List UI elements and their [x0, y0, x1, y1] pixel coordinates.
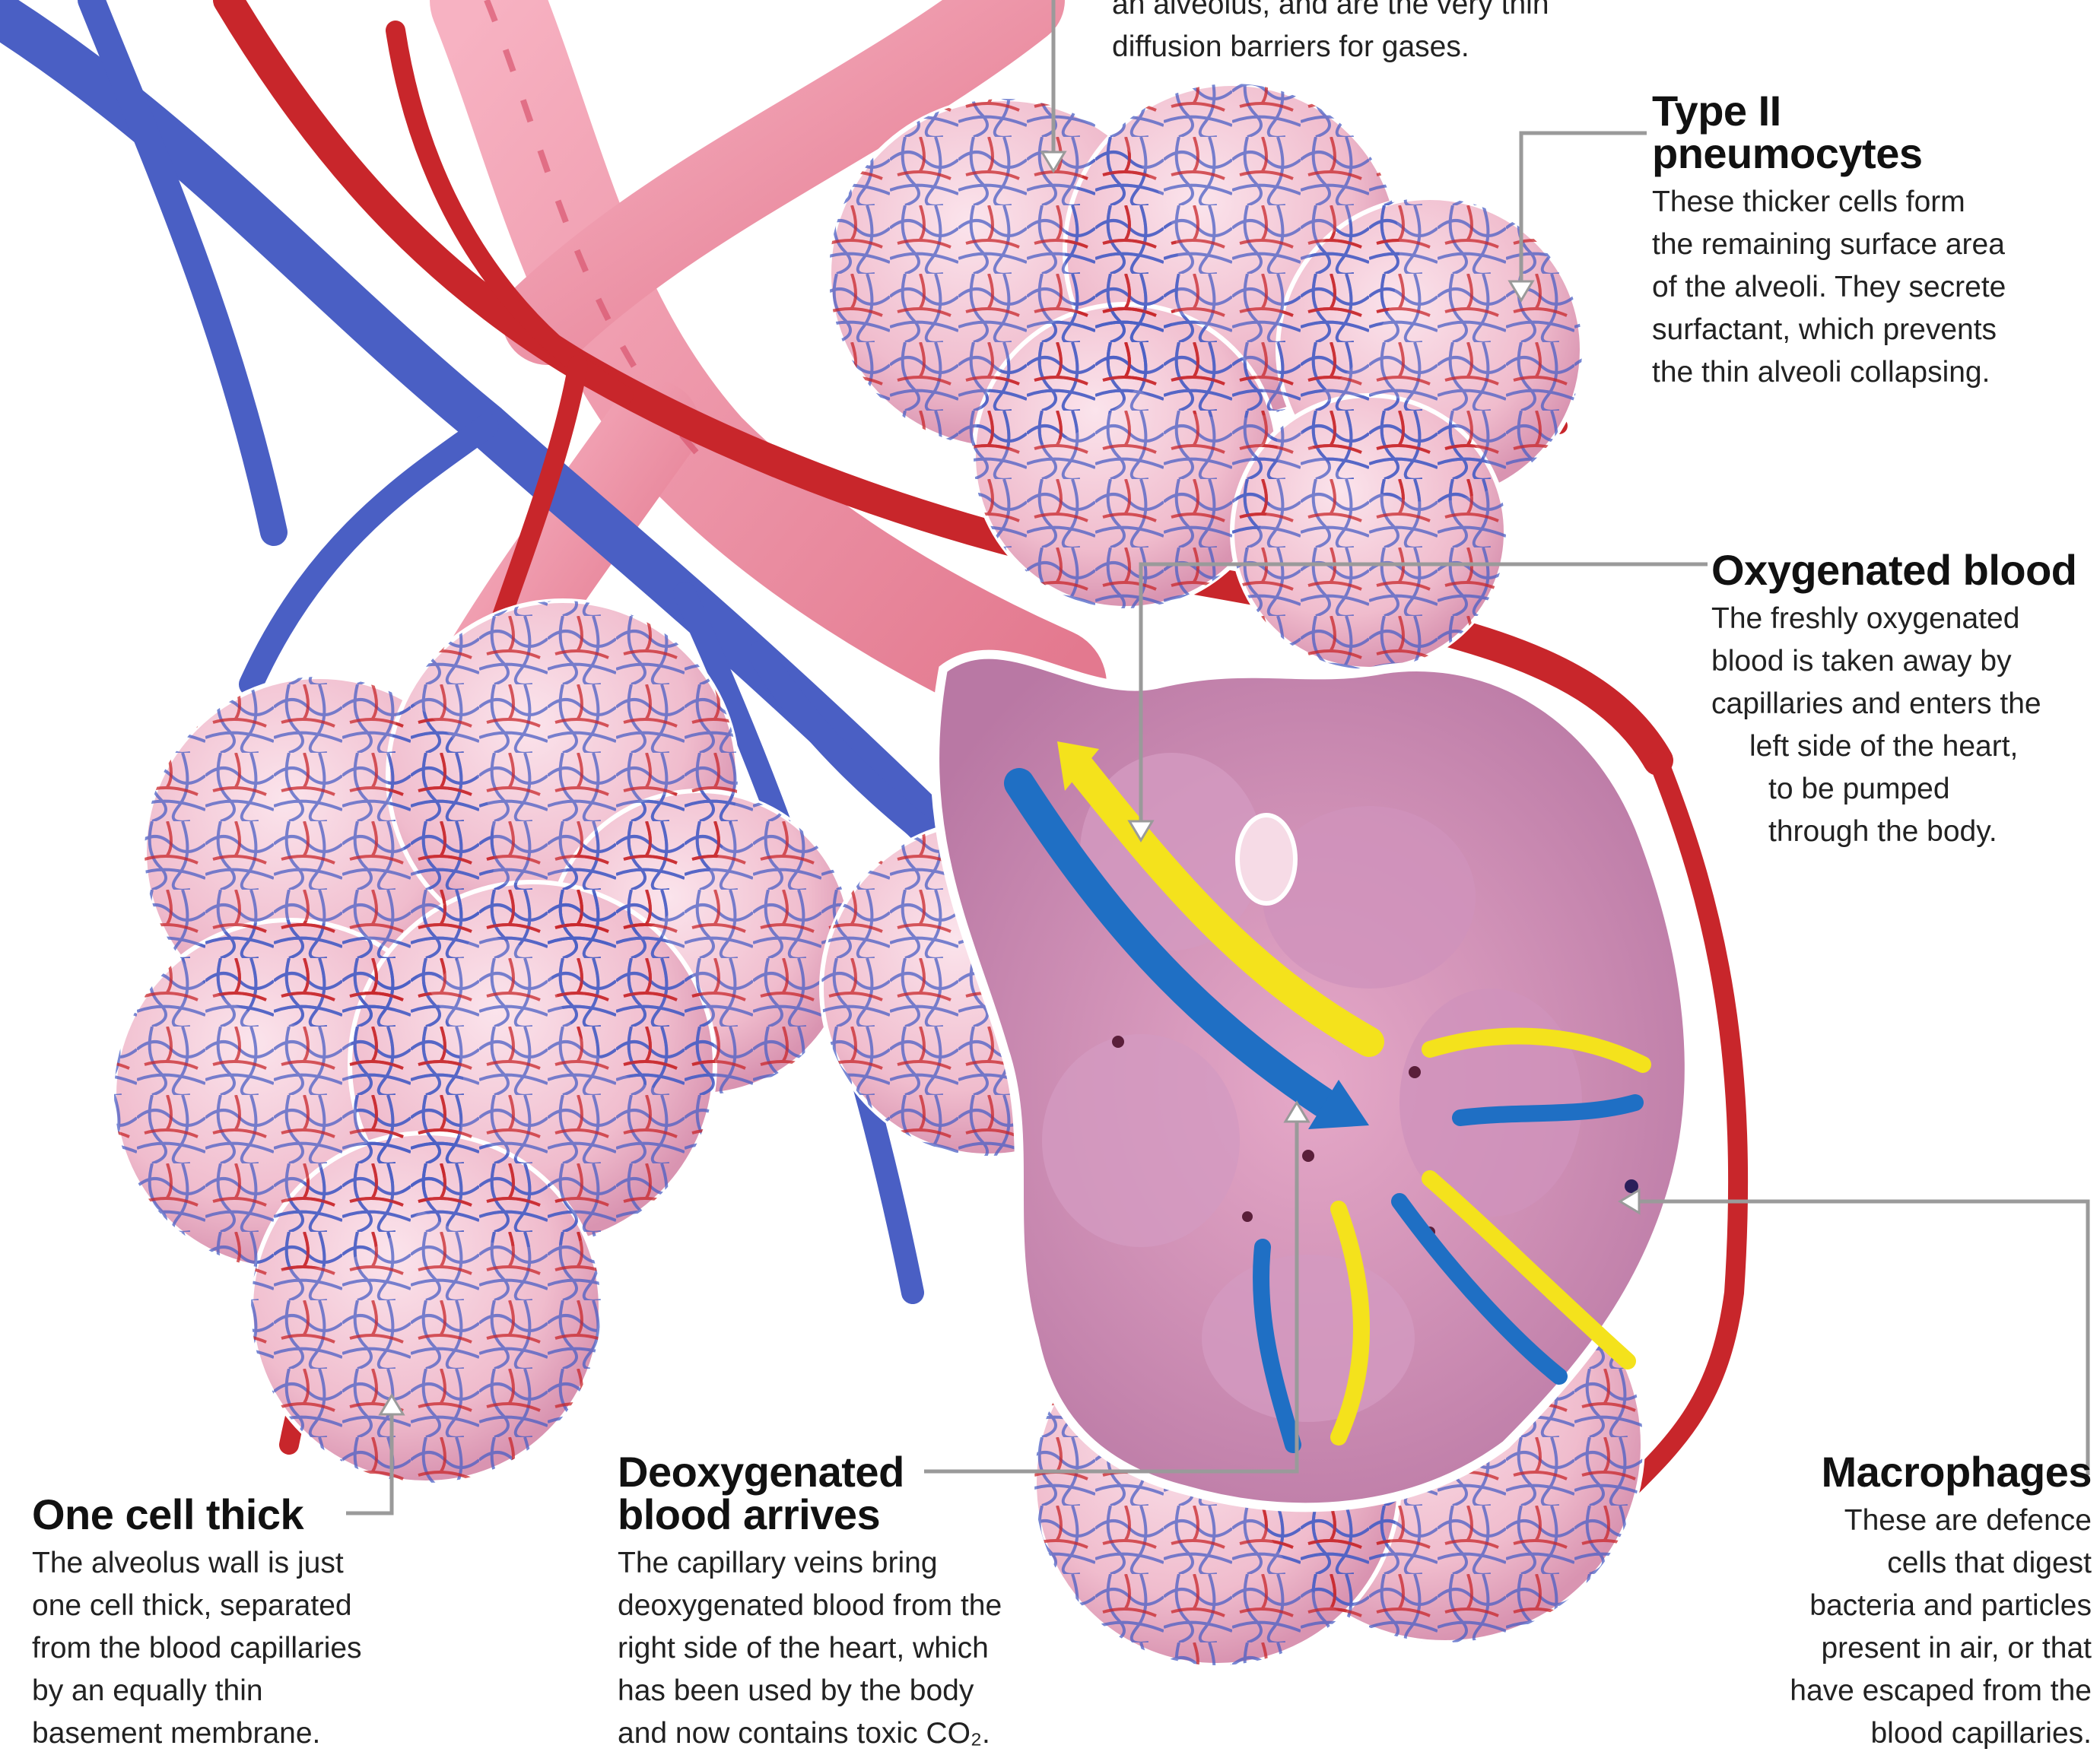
oxygenated-line: blood is taken away by	[1711, 645, 2012, 678]
oxygenated-line: to be pumped	[1711, 773, 1950, 805]
deoxygenated-line: and now contains toxic CO₂.	[618, 1717, 990, 1750]
one-cell-line: basement membrane.	[32, 1717, 320, 1750]
macrophages-line: bacteria and particles	[1809, 1589, 2092, 1622]
deoxygenated-line: The capillary veins bring	[618, 1547, 938, 1579]
one-cell-title: One cell thick	[32, 1493, 504, 1536]
one-cell-line: from the blood capillaries	[32, 1632, 362, 1665]
oxygenated-title: Oxygenated blood	[1711, 549, 2092, 592]
type-ii-title-line-2: pneumocytes	[1652, 132, 2078, 175]
one-cell-line: by an equally thin	[32, 1674, 263, 1707]
macrophages-line: cells that digest	[1887, 1547, 2092, 1579]
deoxygenated-line: deoxygenated blood from the	[618, 1589, 1002, 1622]
type-ii-body: These thicker cells form the remaining s…	[1652, 181, 2078, 394]
type-ii-title-line-1: Type II	[1652, 90, 2078, 132]
oxygenated-line: The freshly oxygenated	[1711, 602, 2019, 635]
one-cell-line: one cell thick, separated	[32, 1589, 352, 1622]
macrophages-title: Macrophages	[1719, 1451, 2092, 1493]
macrophages-body: These are defence cells that digest bact…	[1719, 1500, 2092, 1755]
oxygenated-line: capillaries and enters the	[1711, 687, 2041, 720]
type-ii-line: of the alveoli. They secrete	[1652, 271, 2006, 303]
type-ii-pneumocytes-label: Type II pneumocytes These thicker cells …	[1652, 90, 2078, 394]
deoxygenated-title-line-1: Deoxygenated	[618, 1451, 1135, 1493]
one-cell-body: The alveolus wall is just one cell thick…	[32, 1542, 504, 1755]
oxygenated-blood-label: Oxygenated blood The freshly oxygenated …	[1711, 549, 2092, 853]
type-ii-line: the remaining surface area	[1652, 228, 2005, 261]
deoxygenated-line: has been used by the body	[618, 1674, 974, 1707]
deoxygenated-title-line-2: blood arrives	[618, 1493, 1135, 1536]
macrophages-label: Macrophages These are defence cells that…	[1719, 1451, 2092, 1755]
oxygenated-body: The freshly oxygenated blood is taken aw…	[1711, 598, 2092, 853]
deoxygenated-line: right side of the heart, which	[618, 1632, 989, 1665]
deoxygenated-blood-label: Deoxygenated blood arrives The capillary…	[618, 1451, 1135, 1755]
macrophages-line: have escaped from the	[1790, 1674, 2092, 1707]
macrophages-line: blood capillaries.	[1870, 1717, 2092, 1750]
one-cell-line: The alveolus wall is just	[32, 1547, 344, 1579]
type-ii-line: These thicker cells form	[1652, 186, 1965, 218]
one-cell-thick-label: One cell thick The alveolus wall is just…	[32, 1493, 504, 1755]
top-note-line-1: an alveolus, and are the very thin	[1112, 0, 1690, 26]
top-annotation-text: an alveolus, and are the very thin diffu…	[1112, 0, 1690, 68]
deoxygenated-body: The capillary veins bring deoxygenated b…	[618, 1542, 1135, 1755]
macrophages-line: These are defence	[1844, 1504, 2092, 1537]
type-ii-line: surfactant, which prevents	[1652, 313, 1997, 346]
macrophages-line: present in air, or that	[1821, 1632, 2092, 1665]
top-note-line-2: diffusion barriers for gases.	[1112, 26, 1690, 68]
type-ii-line: the thin alveoli collapsing.	[1652, 356, 1990, 389]
oxygenated-line: left side of the heart,	[1711, 730, 2018, 763]
oxygenated-line: through the body.	[1711, 815, 1997, 848]
